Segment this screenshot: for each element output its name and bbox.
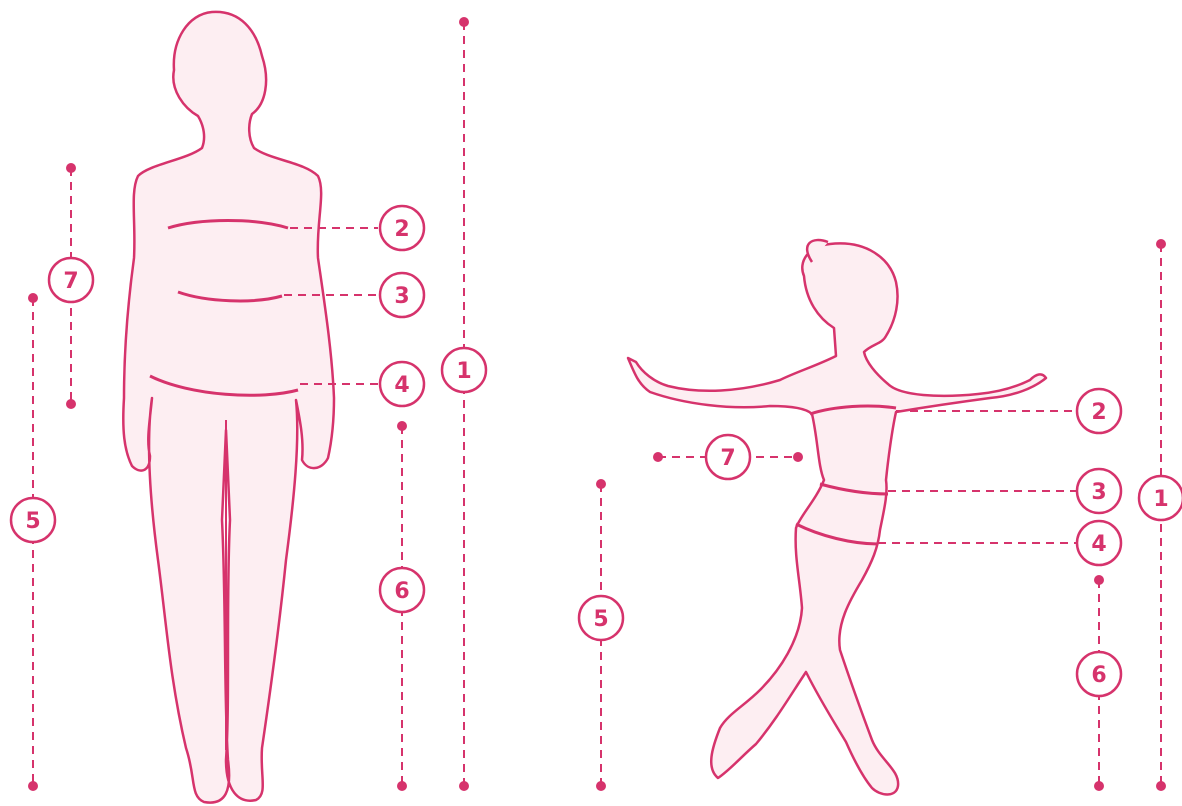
dancing-marker-7: 7: [706, 435, 750, 479]
svg-text:7: 7: [720, 446, 735, 471]
svg-text:2: 2: [1091, 400, 1106, 425]
dancing-figure-silhouette: [628, 243, 1046, 794]
standing-marker-7: 7: [49, 258, 93, 302]
dancing-height-bottom-dot: [1156, 781, 1166, 791]
dancing-marker-2: 2: [1077, 389, 1121, 433]
standing-figure-silhouette: [123, 12, 334, 803]
dancing-marker-1: 1: [1139, 476, 1182, 520]
standing-inseam-top-dot: [397, 421, 407, 431]
standing-marker-3: 3: [380, 273, 424, 317]
dancing-marker-4: 4: [1077, 521, 1121, 565]
standing-marker-1: 1: [442, 348, 486, 392]
standing-marker-6: 6: [380, 568, 424, 612]
svg-text:4: 4: [394, 373, 409, 398]
dancing-leg-bottom-dot: [596, 781, 606, 791]
dancing-figure: 1 2 3 4 5 6 7: [579, 239, 1182, 795]
standing-figure: 1 2 3 4 5 6 7: [11, 12, 486, 803]
svg-text:4: 4: [1091, 532, 1106, 557]
svg-text:5: 5: [25, 509, 40, 534]
svg-text:7: 7: [63, 269, 78, 294]
svg-text:3: 3: [394, 284, 409, 309]
svg-text:1: 1: [456, 359, 471, 384]
standing-leg-bottom-dot: [28, 781, 38, 791]
dancing-marker-3: 3: [1077, 469, 1121, 513]
standing-marker-5: 5: [11, 498, 55, 542]
dancing-leg-top-dot: [596, 479, 606, 489]
dancing-marker-5: 5: [579, 596, 623, 640]
svg-text:2: 2: [394, 217, 409, 242]
svg-text:1: 1: [1153, 487, 1168, 512]
standing-leg-top-dot: [28, 293, 38, 303]
standing-height-bottom-dot: [459, 781, 469, 791]
standing-inseam-bottom-dot: [397, 781, 407, 791]
standing-marker-4: 4: [380, 362, 424, 406]
svg-text:6: 6: [1091, 663, 1106, 688]
dancing-inseam-bottom-dot: [1094, 781, 1104, 791]
dancing-marker-6: 6: [1077, 652, 1121, 696]
svg-text:6: 6: [394, 579, 409, 604]
dancing-arm-right-dot: [793, 452, 803, 462]
svg-text:5: 5: [593, 607, 608, 632]
standing-height-top-dot: [459, 17, 469, 27]
svg-text:3: 3: [1091, 480, 1106, 505]
dancing-arm-left-dot: [653, 452, 663, 462]
standing-marker-2: 2: [380, 206, 424, 250]
standing-torso-bottom-dot: [66, 399, 76, 409]
dancing-inseam-top-dot: [1094, 575, 1104, 585]
dancing-height-top-dot: [1156, 239, 1166, 249]
standing-torso-top-dot: [66, 163, 76, 173]
